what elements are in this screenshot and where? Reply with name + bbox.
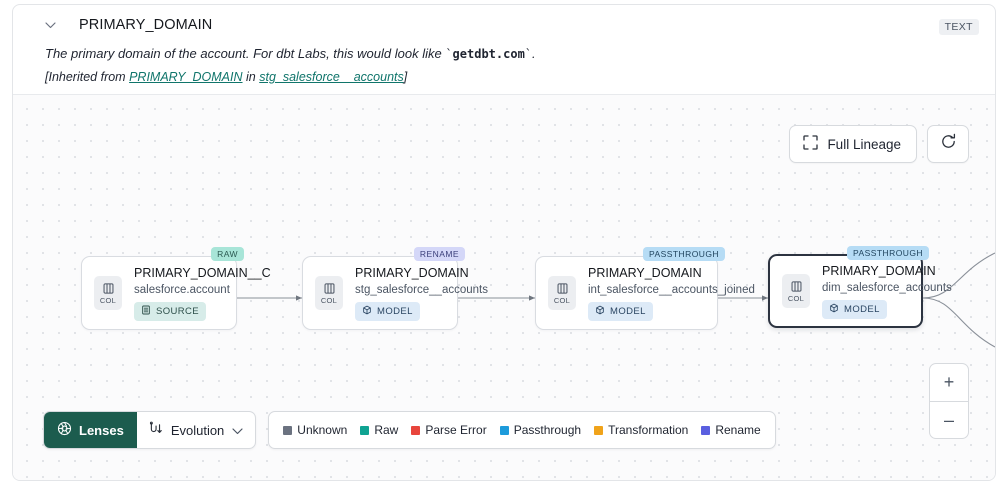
page-title: PRIMARY_DOMAIN xyxy=(79,17,213,33)
column-icon: COL xyxy=(315,276,343,310)
legend-label: Transformation xyxy=(608,423,689,437)
column-chip-label: COL xyxy=(787,293,805,303)
backtick-open: ` xyxy=(445,47,453,61)
zoom-out-button[interactable]: – xyxy=(930,401,968,438)
node-kind-label: SOURCE xyxy=(156,305,200,317)
node-source-name: dim_salesforce_accounts xyxy=(822,281,952,294)
model-cube-icon xyxy=(362,305,372,318)
chevron-down-icon xyxy=(232,423,243,438)
lineage-edges xyxy=(237,252,995,348)
node-kind-label: MODEL xyxy=(844,303,880,315)
legend-item: Parse Error xyxy=(411,423,487,437)
node-source-name: stg_salesforce__accounts xyxy=(355,283,488,296)
evolution-label: Evolution xyxy=(170,422,225,438)
description-text: The primary domain of the account. For d… xyxy=(45,46,446,61)
node-body: PRIMARY_DOMAIN dim_salesforce_accounts M… xyxy=(822,264,952,319)
bottom-toolbar: Lenses Evolution xyxy=(43,411,776,449)
node-badge: PASSTHROUGH xyxy=(643,247,725,261)
legend-label: Rename xyxy=(715,423,761,437)
legend-swatch xyxy=(283,425,293,435)
legend-item: Unknown xyxy=(283,423,347,437)
node-body: PRIMARY_DOMAIN stg_salesforce__accounts … xyxy=(355,266,488,321)
legend-label: Unknown xyxy=(297,423,348,437)
node-column-name: PRIMARY_DOMAIN xyxy=(822,263,936,278)
lineage-node[interactable]: RAW COL PRIMARY_DOMAIN__C salesforce.acc… xyxy=(81,247,271,330)
aperture-icon xyxy=(57,421,72,439)
description-code: getdbt.com xyxy=(452,47,525,61)
node-kind-badge: MODEL xyxy=(355,301,420,321)
legend-swatch xyxy=(360,425,370,435)
evolution-dropdown[interactable]: Evolution xyxy=(137,412,255,448)
legend-item: Passthrough xyxy=(499,423,582,437)
column-chip-label: COL xyxy=(553,295,571,305)
inherited-middle: in xyxy=(242,70,260,84)
column-chip-label: COL xyxy=(320,295,338,305)
model-cube-icon xyxy=(829,303,839,316)
node-column-name: PRIMARY_DOMAIN xyxy=(588,265,702,280)
backtick-close: ` xyxy=(524,47,533,61)
node-body: PRIMARY_DOMAIN int_salesforce__accounts_… xyxy=(588,266,755,321)
lineage-node-selected[interactable]: PASSTHROUGH COL PRIMARY_DOMAIN dim_sales… xyxy=(768,246,952,328)
inherited-prefix: [Inherited from xyxy=(45,70,130,84)
column-icon: COL xyxy=(94,276,122,310)
chevron-down-icon[interactable] xyxy=(43,18,57,32)
expand-icon xyxy=(803,135,819,153)
node-badge: PASSTHROUGH xyxy=(847,246,929,260)
full-lineage-button[interactable]: Full Lineage xyxy=(789,125,917,163)
refresh-button[interactable] xyxy=(927,125,969,163)
node-kind-label: MODEL xyxy=(610,305,646,317)
legend-swatch xyxy=(701,425,711,435)
legend-swatch xyxy=(411,425,421,435)
lineage-canvas[interactable]: Full Lineage RAW COL xyxy=(13,94,995,480)
node-kind-badge: SOURCE xyxy=(134,301,207,321)
panel-header: PRIMARY_DOMAIN TEXT The primary domain o… xyxy=(13,5,995,93)
node-badge: RAW xyxy=(211,247,244,261)
legend-swatch xyxy=(594,425,604,435)
canvas-toolbar: Full Lineage xyxy=(789,125,969,163)
lineage-node[interactable]: PASSTHROUGH COL PRIMARY_DOMAIN int_sales… xyxy=(535,247,755,330)
legend-item: Transformation xyxy=(594,423,688,437)
lineage-legend: Unknown Raw Parse Error Passthrough Tran… xyxy=(268,411,776,449)
node-source-name: salesforce.account xyxy=(134,283,230,296)
legend-item: Rename xyxy=(701,423,761,437)
zoom-in-button[interactable]: + xyxy=(943,372,955,392)
column-chip-label: COL xyxy=(99,295,117,305)
full-lineage-label: Full Lineage xyxy=(827,136,901,152)
legend-label: Raw xyxy=(374,423,399,437)
description-suffix: . xyxy=(532,46,536,61)
node-badge: RENAME xyxy=(413,247,465,261)
column-icon: COL xyxy=(782,274,810,308)
source-icon xyxy=(141,305,151,318)
inherited-suffix: ] xyxy=(403,70,408,84)
column-icon: COL xyxy=(548,276,576,310)
legend-swatch xyxy=(499,425,509,435)
node-source-name: int_salesforce__accounts_joined xyxy=(588,283,755,296)
lenses-label: Lenses xyxy=(79,422,124,438)
node-kind-label: MODEL xyxy=(377,305,413,317)
legend-item: Raw xyxy=(360,423,398,437)
refresh-icon xyxy=(940,133,957,155)
evolution-flow-icon xyxy=(148,421,163,439)
zoom-controls: + – xyxy=(929,363,969,439)
model-cube-icon xyxy=(595,305,605,318)
inherited-column-link[interactable]: PRIMARY_DOMAIN xyxy=(129,70,243,84)
column-description: The primary domain of the account. For d… xyxy=(45,46,979,61)
node-kind-badge: MODEL xyxy=(588,301,653,321)
legend-label: Parse Error xyxy=(425,423,487,437)
node-column-name: PRIMARY_DOMAIN__C xyxy=(134,265,271,280)
lenses-button[interactable]: Lenses xyxy=(44,412,137,448)
node-kind-badge: MODEL xyxy=(822,299,887,319)
column-lineage-panel: PRIMARY_DOMAIN TEXT The primary domain o… xyxy=(12,4,996,481)
node-column-name: PRIMARY_DOMAIN xyxy=(355,265,469,280)
legend-label: Passthrough xyxy=(513,423,582,437)
lenses-evolution-group: Lenses Evolution xyxy=(43,411,257,449)
inherited-model-link[interactable]: stg_salesforce__accounts xyxy=(259,70,404,84)
node-body: PRIMARY_DOMAIN__C salesforce.account SOU… xyxy=(134,266,271,321)
inherited-from-line: [Inherited from PRIMARY_DOMAIN in stg_sa… xyxy=(45,70,979,84)
lineage-node[interactable]: RENAME COL PRIMARY_DOMAIN stg_salesforce… xyxy=(302,247,488,330)
type-badge: TEXT xyxy=(938,19,979,35)
